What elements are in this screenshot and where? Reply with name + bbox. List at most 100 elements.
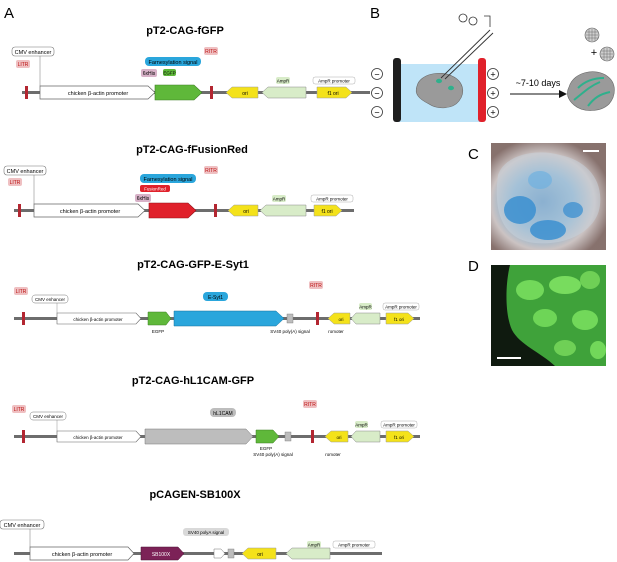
micropipette bbox=[444, 32, 494, 80]
esyt1-arrow bbox=[173, 310, 285, 327]
cag-promoter-arrow bbox=[56, 312, 142, 325]
ampr-tag bbox=[272, 195, 286, 202]
ampr-promoter-tag bbox=[382, 302, 420, 311]
sv40-polya-mark bbox=[284, 431, 292, 442]
cmv-enhancer-tag bbox=[11, 46, 55, 57]
f1-ori-label: f1 ori bbox=[327, 91, 338, 97]
ampr-tag bbox=[276, 77, 290, 84]
ori-arrow bbox=[324, 430, 349, 443]
organoid-injection-site bbox=[448, 85, 454, 91]
duration-label: ~7-10 days bbox=[516, 78, 561, 88]
ori-label: ori bbox=[242, 91, 248, 97]
panel-letter-a: A bbox=[4, 5, 14, 22]
cmv-enhancer-label: CMV enhancer bbox=[15, 50, 52, 56]
ampr-tag bbox=[355, 421, 368, 428]
polya-small-arrow bbox=[213, 548, 226, 559]
sv40-polya-label: SV40 poly(A) signal bbox=[270, 329, 310, 334]
ori-arrow bbox=[327, 312, 351, 325]
plus-sign: + bbox=[490, 89, 495, 99]
f1-ori-arrow bbox=[385, 430, 415, 443]
ritr-mark bbox=[316, 312, 319, 325]
ampr-promoter-tag bbox=[380, 420, 418, 429]
ori-arrow bbox=[241, 547, 277, 560]
ampr-promoter-label: AmpR promoter bbox=[383, 423, 415, 428]
farnesylation-tag bbox=[140, 174, 196, 183]
egfp-arrow bbox=[147, 311, 172, 326]
sv40-polya-label: SV40 poly(A) signal bbox=[253, 452, 293, 457]
cag-promoter-arrow bbox=[56, 430, 142, 443]
ampr-label: AmpR bbox=[277, 79, 290, 84]
ampr-promoter-label: AmpR promoter bbox=[316, 197, 348, 202]
his-label: 6xHis bbox=[143, 71, 156, 77]
farnesylation-label: Farnesylation signal bbox=[149, 60, 198, 66]
ritr-tag bbox=[204, 47, 218, 55]
his-label: 6xHis bbox=[137, 196, 150, 202]
litr-mark bbox=[18, 204, 21, 217]
ritr-tag bbox=[309, 281, 323, 289]
sv40-polya-mark bbox=[227, 548, 235, 559]
sv40-polya-tag bbox=[183, 528, 229, 536]
plasmid-title: pT2-CAG-fGFP bbox=[146, 25, 224, 37]
ritr-mark bbox=[214, 204, 217, 217]
cag-promoter-arrow bbox=[39, 85, 156, 100]
romoter-label: romoter bbox=[328, 329, 344, 334]
litr-tag bbox=[8, 178, 22, 186]
ampr-label: AmpR bbox=[359, 305, 372, 310]
egfp-arrow bbox=[255, 429, 280, 444]
litr-mark bbox=[22, 430, 25, 443]
cag-promoter-label: chicken β-actin promoter bbox=[52, 552, 112, 558]
ampr-promoter-tag bbox=[310, 194, 354, 203]
ampr-promoter-label: AmpR promoter bbox=[385, 305, 417, 310]
f1-ori-label: f1 ori bbox=[321, 209, 332, 215]
plasmid-title: pCAGEN-SB100X bbox=[149, 489, 241, 501]
plasmid-circle-icon bbox=[468, 16, 478, 26]
litr-label: LITR bbox=[10, 180, 21, 186]
cmv-enhancer-label: CMV enhancer bbox=[35, 297, 66, 302]
ritr-mark bbox=[311, 430, 314, 443]
ampr-label: AmpR bbox=[273, 197, 286, 202]
f1-ori-arrow bbox=[313, 204, 343, 217]
fusionred-arrow bbox=[148, 202, 197, 219]
litr-label: LITR bbox=[18, 62, 29, 68]
plasmid-map-fgfp: pT2-CAG-fGFP CMV enhancer LITR chicken β… bbox=[11, 25, 370, 101]
ritr-label: RITR bbox=[304, 402, 316, 408]
plasmid-circle-icon bbox=[458, 13, 468, 23]
plasmid-map-ffusionred: pT2-CAG-fFusionRed CMV enhancer LITR chi… bbox=[3, 144, 354, 219]
ori-label: ori bbox=[243, 209, 249, 215]
cmv-enhancer-label: CMV enhancer bbox=[33, 414, 64, 419]
plasmid-title: pT2-CAG-GFP-E-Syt1 bbox=[137, 259, 249, 271]
ritr-mark bbox=[210, 86, 213, 99]
ori-arrow bbox=[225, 86, 259, 99]
electroporation-scheme: − − − + + + ~7-10 days bbox=[371, 13, 615, 122]
ampr-arrow bbox=[350, 430, 381, 443]
ori-label: ori bbox=[338, 317, 343, 322]
plasmid-map-sb100x: pCAGEN-SB100X CMV enhancer chicken β-act… bbox=[0, 489, 382, 561]
his-tag bbox=[141, 69, 157, 77]
litr-mark bbox=[25, 86, 28, 99]
plus-sign: + bbox=[490, 70, 495, 80]
plasmid-map-hl1cam-gfp: pT2-CAG-hL1CAM-GFP LITR CMV enhancer chi… bbox=[12, 375, 420, 457]
plasmid-title: pT2-CAG-fFusionRed bbox=[136, 144, 248, 156]
ampr-arrow bbox=[261, 86, 307, 99]
ritr-label: RITR bbox=[205, 168, 217, 174]
fluorescent-labeling bbox=[573, 77, 611, 107]
minus-sign: − bbox=[374, 89, 379, 99]
ritr-tag bbox=[303, 400, 317, 408]
panel-letter-b: B bbox=[370, 5, 380, 22]
romoter-label: romoter bbox=[325, 452, 341, 457]
organoid-injection-site bbox=[436, 78, 442, 84]
f1-ori-label: f1 ori bbox=[394, 435, 404, 440]
panel-letter-c: C bbox=[468, 146, 479, 163]
negative-electrode bbox=[393, 58, 401, 122]
cmv-enhancer-tag bbox=[3, 165, 47, 176]
plus-symbols: + + + bbox=[487, 68, 499, 118]
ritr-label: RITR bbox=[205, 49, 217, 55]
sv40-polya-mark bbox=[286, 313, 294, 324]
cmv-enhancer-tag bbox=[31, 294, 69, 304]
hl1cam-arrow bbox=[144, 428, 254, 445]
cmv-enhancer-label: CMV enhancer bbox=[7, 169, 44, 175]
litr-tag bbox=[12, 405, 26, 413]
farnesylation-tag bbox=[145, 57, 201, 66]
ampr-tag bbox=[359, 303, 372, 310]
f1-ori-arrow bbox=[385, 312, 415, 325]
